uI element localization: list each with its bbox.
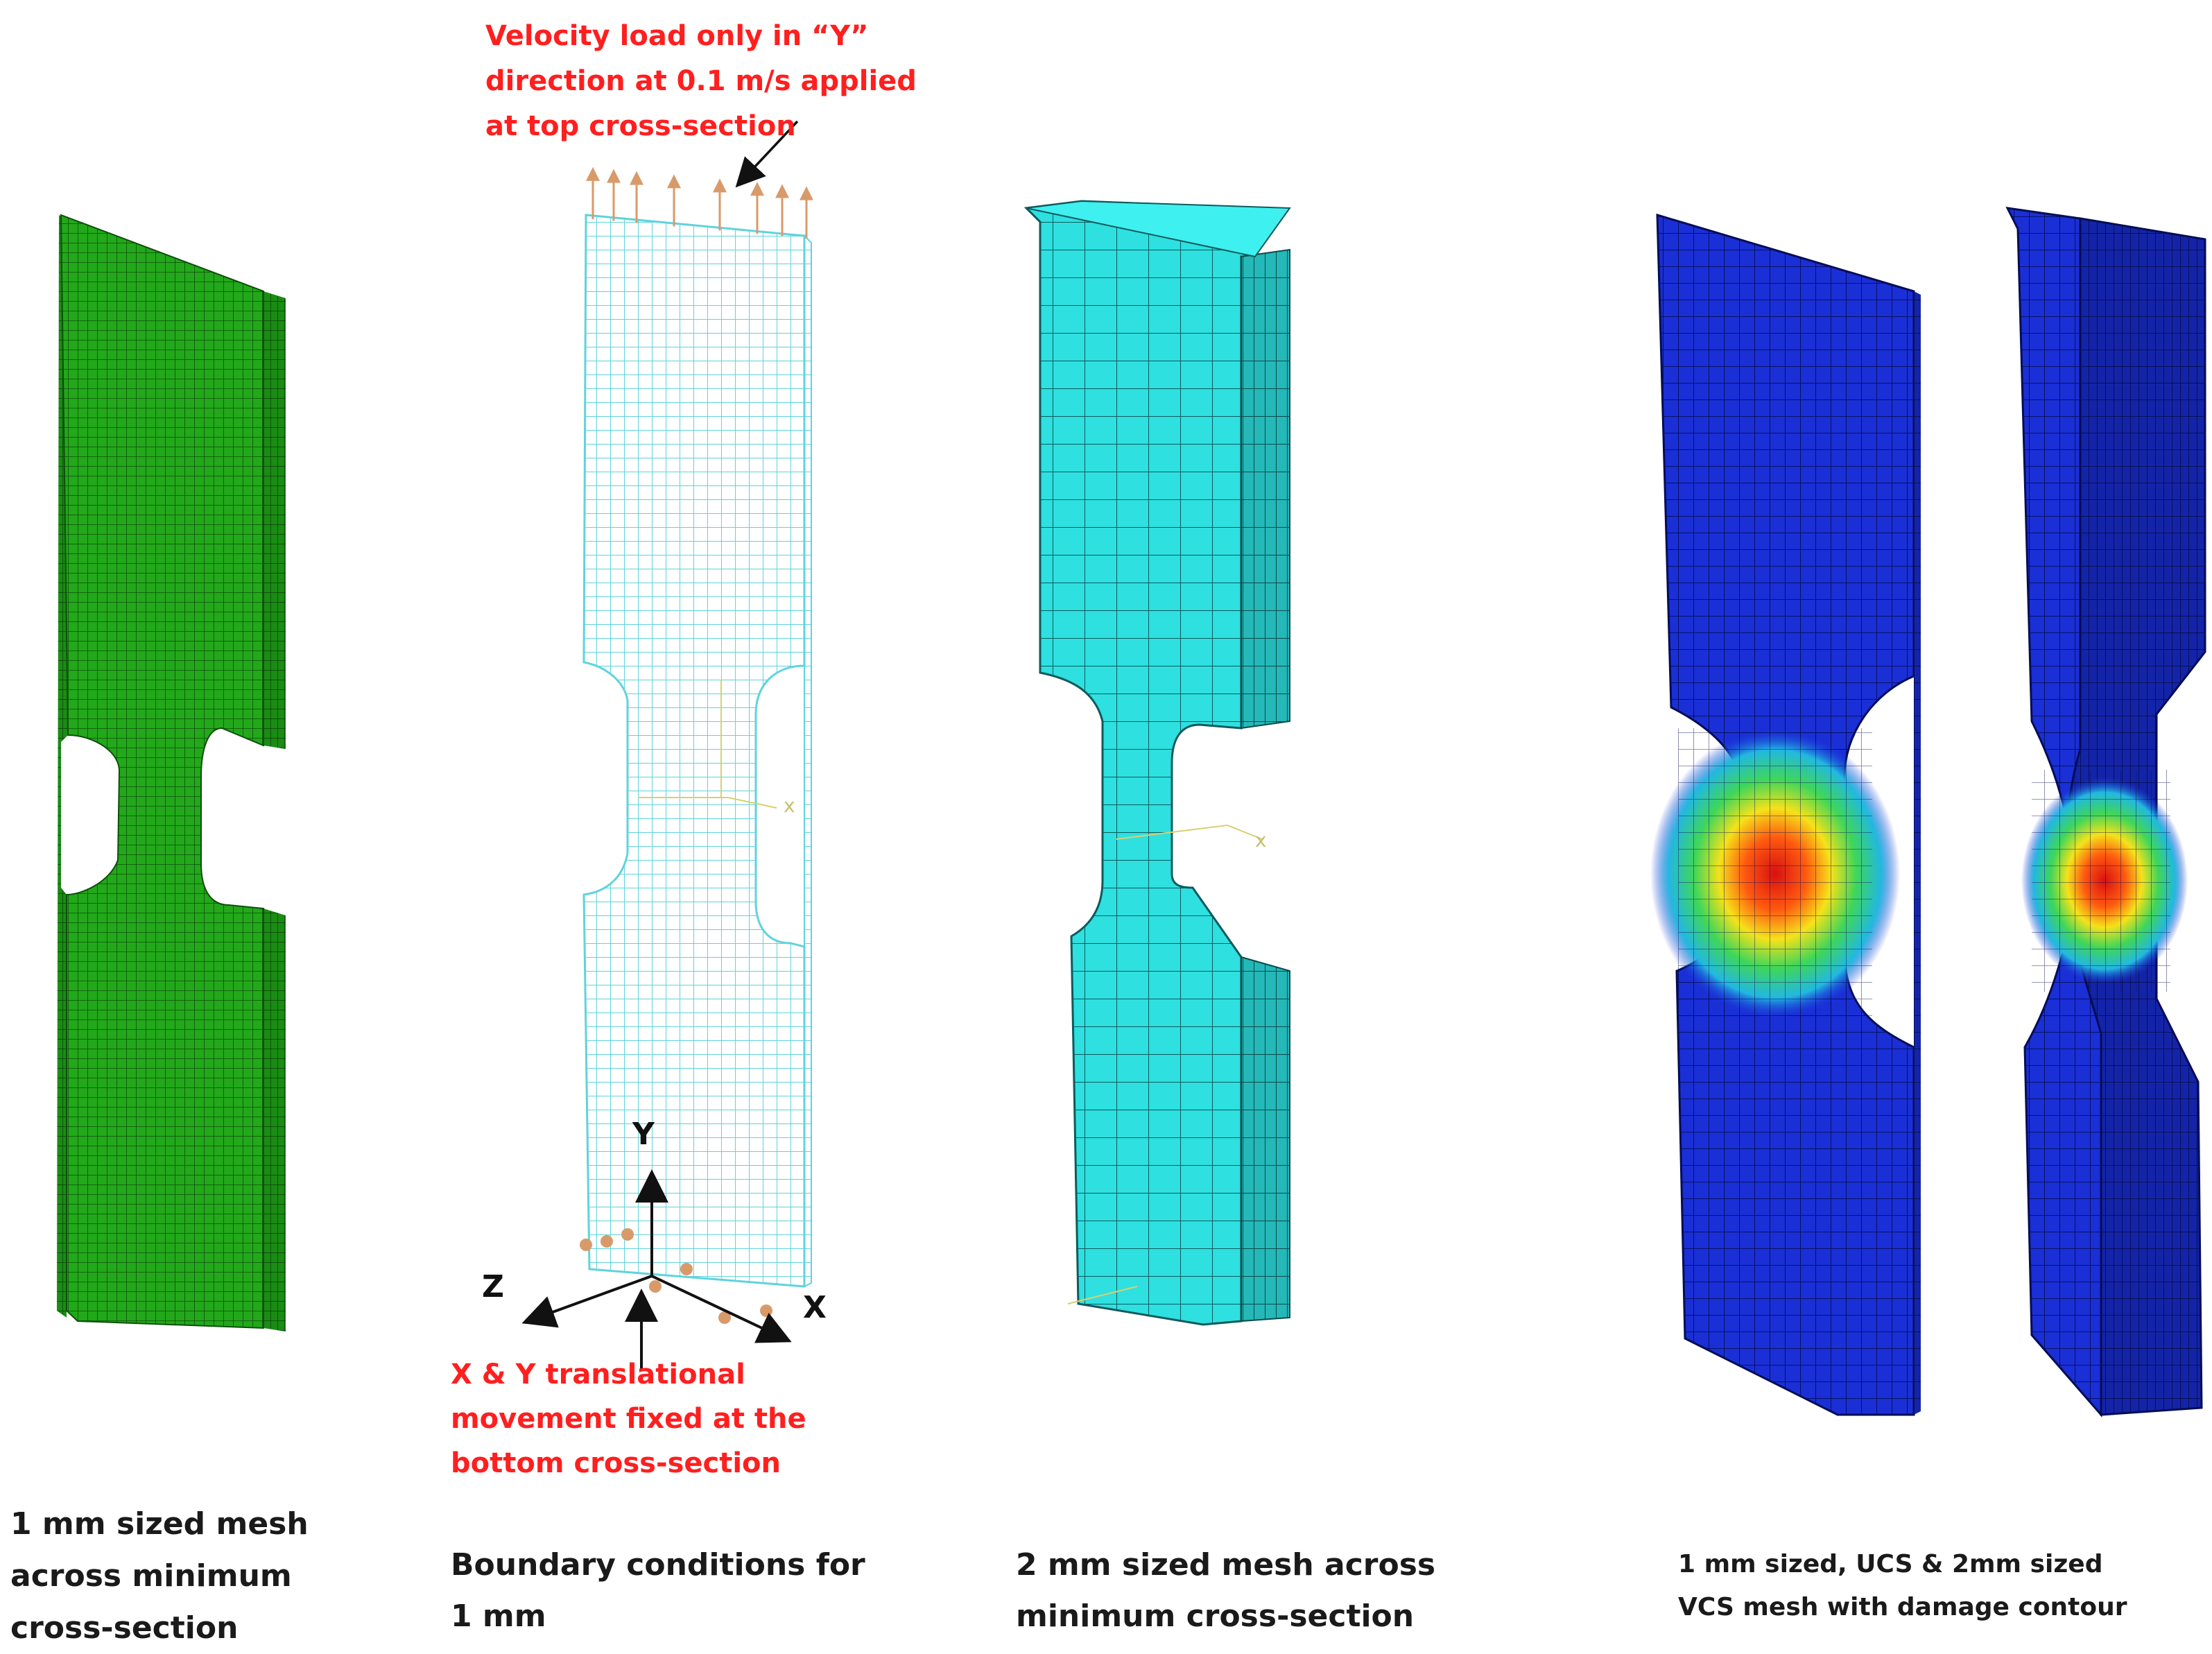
caption-1mm-line-1: 1 mm sized mesh [10,1506,309,1542]
axis-label-z: Z [482,1269,504,1304]
top-load-annotation: Velocity load only in “Y” direction at 0… [485,14,917,149]
bottom-fixed-annotation: X & Y translational movement fixed at th… [451,1352,806,1485]
top-annotation-arrow [735,120,799,188]
caption-damage-contour: 1 mm sized, UCS & 2mm sized VCS mesh wit… [1678,1543,2127,1629]
velocity-arrow [607,169,621,221]
specimen-cyan-wireframe [582,214,812,1288]
specimen-cyan-solid [1023,200,1291,1326]
fixed-support-marker [600,1235,613,1248]
model-axis-label-x-2: x [1255,829,1267,852]
top-load-line-3: at top cross-section [485,110,796,142]
caption-boundary-conditions: Boundary conditions for 1 mm [451,1540,865,1642]
velocity-arrow [775,184,789,236]
velocity-arrow [667,174,681,227]
caption-2mm-line-1: 2 mm sized mesh across [1016,1547,1436,1583]
bottom-fixed-line-2: movement fixed at the [451,1403,806,1435]
velocity-arrow [713,178,727,231]
caption-1mm-line-2: across minimum [10,1558,292,1594]
caption-bc-line-2: 1 mm [451,1599,546,1634]
specimen-green-mesh [57,214,286,1332]
velocity-arrow [800,186,813,239]
caption-1mm-line-3: cross-section [10,1610,239,1646]
caption-1mm-mesh: 1 mm sized mesh across minimum cross-sec… [10,1498,309,1654]
caption-2mm-mesh: 2 mm sized mesh across minimum cross-sec… [1016,1540,1435,1642]
velocity-arrow [750,182,764,234]
axis-label-x: X [803,1290,827,1325]
specimen-damage-vcs [2005,207,2206,1418]
fixed-support-marker [621,1228,634,1241]
caption-2mm-line-2: minimum cross-section [1016,1599,1415,1634]
fixed-support-marker [760,1304,772,1317]
bottom-fixed-line-3: bottom cross-section [451,1447,781,1479]
caption-bc-line-1: Boundary conditions for [451,1547,865,1583]
global-axis-triad [521,1169,792,1343]
top-load-line-1: Velocity load only in “Y” [485,20,869,52]
fixed-support-marker [649,1280,662,1293]
fixed-support-marker [580,1239,592,1251]
fixed-support-marker [718,1311,731,1324]
model-axis-label-x: x [784,794,795,817]
caption-damage-line-1: 1 mm sized, UCS & 2mm sized [1678,1550,2103,1578]
axis-label-y: Y [632,1117,655,1152]
velocity-arrow [630,171,643,223]
fixed-support-marker [680,1263,693,1275]
velocity-arrow [586,166,600,219]
bottom-fixed-line-1: X & Y translational [451,1359,745,1390]
top-velocity-arrows [586,166,813,239]
caption-damage-line-2: VCS mesh with damage contour [1678,1593,2127,1621]
top-load-line-2: direction at 0.1 m/s applied [485,65,917,97]
specimen-damage-ucs [1650,213,1921,1416]
